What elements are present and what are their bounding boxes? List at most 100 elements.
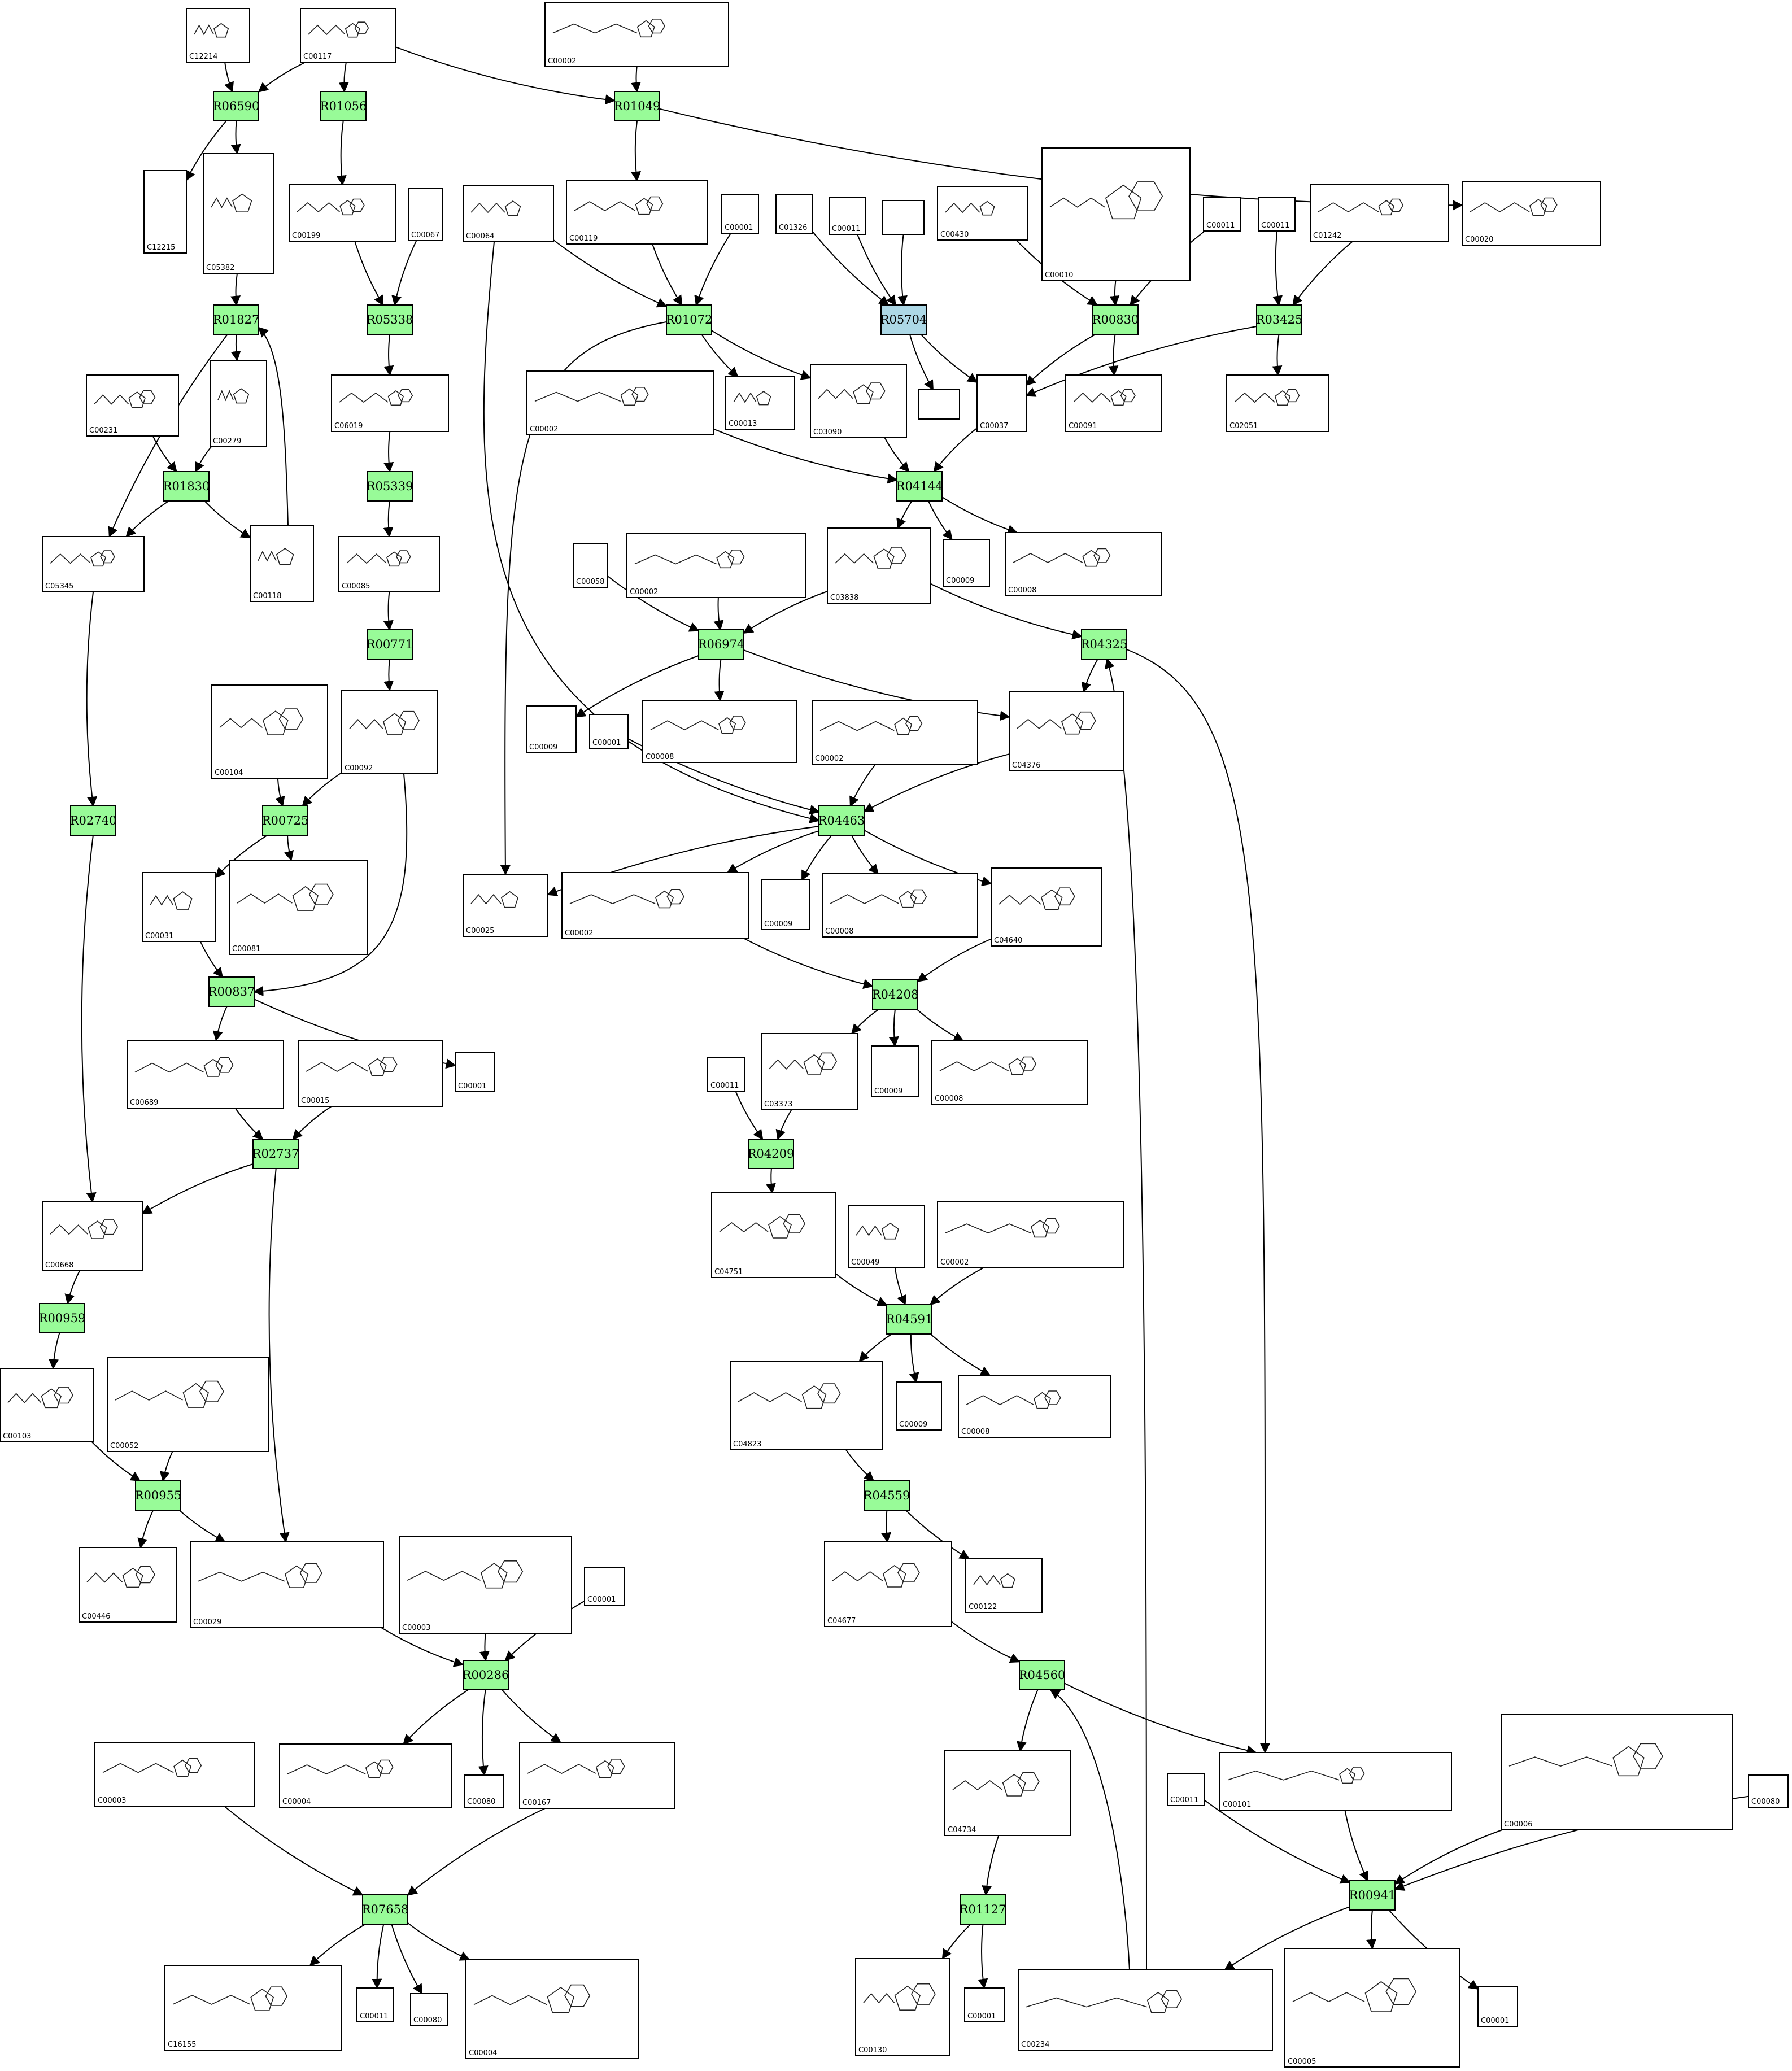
reaction-node[interactable]: R06974	[698, 629, 745, 660]
compound-node[interactable]: C00130	[855, 1958, 950, 2056]
compound-node[interactable]: C00002	[526, 370, 714, 435]
compound-node[interactable]: C00009	[526, 705, 577, 753]
compound-node[interactable]: C05345	[42, 536, 145, 592]
reaction-node[interactable]: R00837	[208, 976, 255, 1007]
compound-node[interactable]: C00002	[812, 700, 978, 765]
compound-node[interactable]: C00003	[399, 1536, 572, 1634]
compound-node[interactable]: C00013	[725, 376, 795, 430]
compound-node[interactable]: C00001	[721, 194, 759, 234]
compound-node[interactable]: C00008	[1005, 532, 1162, 596]
compound-node[interactable]: C00049	[848, 1205, 925, 1268]
compound-node[interactable]: C00008	[958, 1375, 1111, 1438]
compound-node[interactable]: C00005	[1284, 1948, 1460, 2068]
reaction-node[interactable]: R04208	[872, 979, 919, 1010]
reaction-node[interactable]: R00771	[367, 629, 413, 660]
compound-node[interactable]: C00002	[561, 872, 749, 939]
compound-node[interactable]: C00080	[410, 1993, 448, 2026]
reaction-node[interactable]: R01072	[666, 304, 713, 335]
compound-node[interactable]: C02051	[1226, 374, 1329, 432]
compound-node[interactable]	[882, 200, 925, 235]
compound-node[interactable]: C00430	[937, 186, 1028, 241]
reaction-node[interactable]: R01056	[320, 91, 367, 121]
compound-node[interactable]: C00011	[1203, 197, 1241, 232]
compound-node[interactable]: C00080	[1748, 1774, 1789, 1808]
reaction-node[interactable]: R01830	[163, 471, 210, 502]
compound-node[interactable]: C00064	[463, 185, 554, 242]
compound-node[interactable]: C04677	[824, 1541, 952, 1627]
reaction-node[interactable]: R03425	[1256, 304, 1303, 335]
reaction-node[interactable]: R00941	[1349, 1880, 1396, 1911]
compound-node[interactable]: C00104	[211, 684, 328, 779]
compound-node[interactable]: C04376	[1009, 691, 1124, 771]
reaction-node[interactable]: R04209	[748, 1139, 795, 1169]
reaction-node[interactable]: R01127	[960, 1894, 1006, 1925]
compound-node[interactable]: C00009	[761, 879, 810, 930]
compound-node[interactable]: C00122	[965, 1558, 1043, 1613]
compound-node[interactable]: C00001	[455, 1052, 495, 1092]
compound-node[interactable]: C00167	[519, 1742, 675, 1809]
reaction-node[interactable]: R04591	[886, 1304, 933, 1335]
compound-node[interactable]: C00011	[1167, 1773, 1205, 1806]
compound-node[interactable]: C00085	[338, 536, 440, 592]
compound-node[interactable]: C00117	[300, 8, 396, 63]
compound-node[interactable]: C00025	[463, 874, 548, 937]
compound-node[interactable]: C00009	[896, 1381, 942, 1431]
compound-node[interactable]: C00004	[279, 1743, 452, 1808]
reaction-node[interactable]: R04560	[1019, 1660, 1066, 1690]
reaction-node[interactable]: R00725	[262, 805, 309, 836]
compound-node[interactable]: C00689	[127, 1040, 284, 1109]
compound-node[interactable]: C00199	[289, 184, 396, 242]
compound-node[interactable]: C04640	[991, 867, 1102, 947]
reaction-node[interactable]: R02740	[70, 805, 117, 836]
compound-node[interactable]: C00067	[408, 188, 443, 241]
compound-node[interactable]: C00020	[1462, 181, 1601, 246]
compound-node[interactable]	[918, 389, 960, 420]
compound-node[interactable]: C00101	[1219, 1752, 1452, 1811]
compound-node[interactable]: C00081	[229, 860, 368, 955]
compound-node[interactable]: C00103	[0, 1368, 94, 1442]
compound-node[interactable]: C00279	[210, 360, 267, 447]
compound-node[interactable]: C00037	[976, 374, 1027, 432]
reaction-node[interactable]: R02737	[252, 1139, 299, 1169]
compound-node[interactable]: C00119	[566, 180, 708, 245]
compound-node[interactable]: C03373	[761, 1033, 858, 1110]
reaction-node[interactable]: R01827	[213, 304, 260, 335]
compound-node[interactable]: C01326	[775, 194, 813, 234]
compound-node[interactable]: C00029	[190, 1541, 384, 1628]
compound-node[interactable]: C12214	[186, 8, 250, 63]
reaction-node[interactable]: R04325	[1081, 629, 1128, 660]
reaction-node[interactable]: R06590	[213, 91, 260, 121]
compound-node[interactable]: C00006	[1501, 1714, 1733, 1830]
reaction-node[interactable]: R04559	[864, 1480, 910, 1511]
compound-node[interactable]: C00234	[1018, 1969, 1273, 2051]
compound-node[interactable]: C04734	[944, 1750, 1071, 1836]
compound-node[interactable]: C00001	[964, 1987, 1005, 2022]
compound-node[interactable]: C16155	[164, 1965, 342, 2051]
reaction-node[interactable]: R05704	[880, 304, 927, 335]
reaction-node[interactable]: R05339	[367, 471, 413, 502]
compound-node[interactable]: C00080	[464, 1774, 504, 1808]
compound-node[interactable]: C00004	[465, 1959, 639, 2059]
compound-node[interactable]: C00118	[250, 525, 314, 602]
compound-node[interactable]: C00008	[931, 1040, 1088, 1105]
reaction-node[interactable]: R00286	[463, 1660, 509, 1690]
compound-node[interactable]: C00003	[94, 1742, 255, 1807]
compound-node[interactable]: C00009	[943, 539, 990, 587]
compound-node[interactable]: C00015	[298, 1040, 443, 1107]
compound-node[interactable]: C01242	[1310, 184, 1449, 242]
compound-node[interactable]: C00011	[707, 1057, 745, 1092]
compound-node[interactable]: C04823	[730, 1361, 883, 1450]
compound-node[interactable]: C00668	[42, 1201, 143, 1271]
compound-node[interactable]: C00002	[544, 2, 729, 67]
compound-node[interactable]: C05382	[203, 153, 274, 274]
compound-node[interactable]: C00001	[589, 714, 629, 749]
compound-node[interactable]: C00010	[1041, 147, 1191, 281]
compound-node[interactable]: C00031	[142, 872, 216, 942]
compound-node[interactable]: C03090	[810, 364, 907, 438]
compound-node[interactable]: C00008	[822, 873, 978, 938]
compound-node[interactable]: C00001	[584, 1567, 625, 1606]
reaction-node[interactable]: R00959	[39, 1303, 86, 1333]
compound-node[interactable]: C00002	[626, 533, 806, 598]
compound-node[interactable]: C00092	[341, 690, 438, 774]
compound-node[interactable]: C00011	[1258, 197, 1296, 232]
